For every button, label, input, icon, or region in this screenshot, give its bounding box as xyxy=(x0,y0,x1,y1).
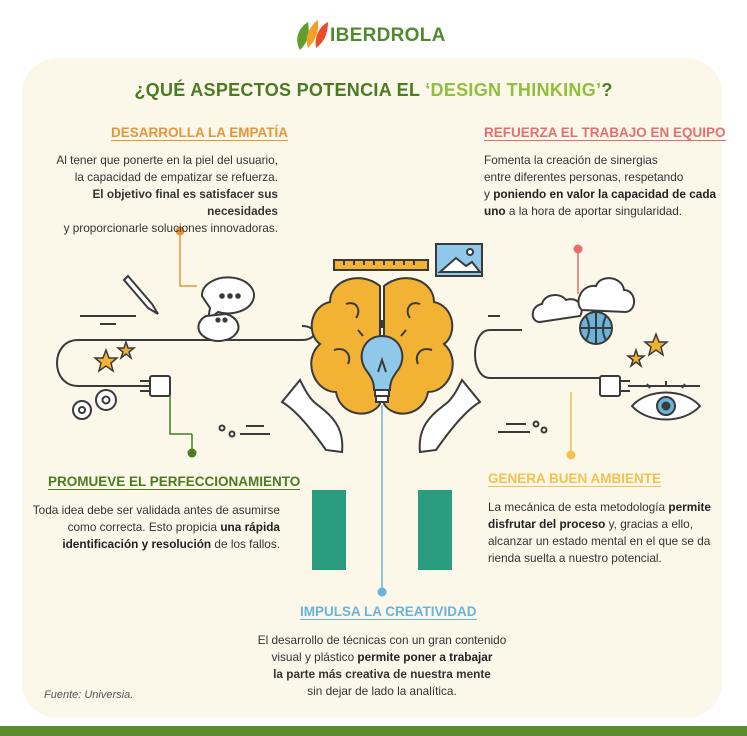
hands-icon xyxy=(280,378,482,454)
brain-icon xyxy=(310,277,454,415)
creativity-line-2b: permite poner a trabajar xyxy=(357,650,493,664)
environment-text: La mecánica de esta metodología permite … xyxy=(488,499,718,567)
title-part3: ? xyxy=(601,80,613,100)
empathy-line-4: y proporcionarle soluciones innovadoras. xyxy=(63,221,278,235)
right-arm xyxy=(418,490,452,570)
image-frame-icon xyxy=(435,243,483,277)
ruler-icon xyxy=(333,259,429,271)
improvement-line-3b: de los fallos. xyxy=(211,537,280,551)
improvement-line-2b: una rápida xyxy=(220,520,280,534)
brand-name: IBERDROLA xyxy=(330,25,446,46)
pencil-icon xyxy=(80,274,159,325)
environment-line-2b: y, gracias a ello, xyxy=(605,517,693,531)
teamwork-line-3b: poniendo en valor la capacidad de cada xyxy=(493,187,717,201)
title-highlight: ‘DESIGN THINKING’ xyxy=(425,80,602,100)
empathy-heading: DESARROLLA LA EMPATÍA xyxy=(111,125,288,141)
eye-icon xyxy=(630,381,702,421)
creativity-heading: IMPULSA LA CREATIVIDAD xyxy=(300,604,477,620)
environment-line-3: alcanzar un estado mental en el que se d… xyxy=(488,534,711,548)
creativity-line-2a: visual y plástico xyxy=(271,650,358,664)
source-note: Fuente: Universia. xyxy=(44,689,134,701)
teamwork-line-4a: uno xyxy=(484,204,506,218)
environment-line-4: rienda suelta a nuestro potencial. xyxy=(488,551,662,565)
bottom-bar xyxy=(0,726,747,736)
teamwork-line-3a: y xyxy=(484,187,494,201)
plug-left-icon xyxy=(140,375,171,397)
gears-icon xyxy=(72,389,117,420)
creativity-line-2: visual y plástico permite poner a trabaj… xyxy=(222,649,542,666)
environment-line-1b: permite xyxy=(668,500,711,514)
teamwork-line-4b: a la hora de aportar singularidad. xyxy=(505,204,683,218)
teamwork-text: Fomenta la creación de sinergias entre d… xyxy=(484,152,724,220)
improvement-line-2: como correcta. Esto propicia una rápida xyxy=(30,519,280,536)
empathy-text: Al tener que ponerte en la piel del usua… xyxy=(38,152,278,237)
left-arm xyxy=(312,490,346,570)
environment-line-1a: La mecánica de esta metodología xyxy=(488,500,669,514)
improvement-line-3: identificación y resolución de los fallo… xyxy=(30,536,280,553)
title-part1: ¿QUÉ ASPECTOS POTENCIA EL xyxy=(134,80,426,100)
iberdrola-logo-icon xyxy=(297,20,328,50)
empathy-line-1: Al tener que ponerte en la piel del usua… xyxy=(56,153,278,167)
page-title: ¿QUÉ ASPECTOS POTENCIA EL ‘DESIGN THINKI… xyxy=(0,80,747,101)
teamwork-heading: REFUERZA EL TRABAJO EN EQUIPO xyxy=(484,125,726,141)
environment-line-2: disfrutar del proceso y, gracias a ello, xyxy=(488,516,718,533)
decor-lines-left xyxy=(218,424,270,438)
stars-right-icon xyxy=(625,331,670,369)
improvement-heading: PROMUEVE EL PERFECCIONAMIENTO xyxy=(48,474,301,490)
decor-lines-right xyxy=(498,420,548,434)
teamwork-line-1: Fomenta la creación de sinergias xyxy=(484,153,658,167)
creativity-line-1: El desarrollo de técnicas con un gran co… xyxy=(257,633,507,647)
creativity-line-3: la parte más creativa de nuestra mente xyxy=(273,667,491,681)
teamwork-line-4: uno a la hora de aportar singularidad. xyxy=(484,203,724,220)
plug-right-icon xyxy=(599,375,630,397)
empathy-line-3: El objetivo final es satisfacer sus nece… xyxy=(92,187,278,218)
environment-heading: GENERA BUEN AMBIENTE xyxy=(488,471,662,487)
stars-left-icon xyxy=(92,339,137,373)
improvement-line-2a: como correcta. Esto propicia xyxy=(67,520,221,534)
teamwork-line-3: y poniendo en valor la capacidad de cada xyxy=(484,186,724,203)
improvement-line-3a: identificación y resolución xyxy=(62,537,212,551)
connector-lines xyxy=(169,226,583,597)
teamwork-line-2: entre diferentes personas, respetando xyxy=(484,170,684,184)
creativity-text: El desarrollo de técnicas con un gran co… xyxy=(222,632,542,700)
improvement-line-1: Toda idea debe ser validada antes de asu… xyxy=(32,503,280,517)
chat-bubbles-icon xyxy=(197,276,255,342)
creativity-line-4: sin dejar de lado la analítica. xyxy=(307,684,457,698)
light-bulb-icon xyxy=(357,320,407,403)
environment-line-2a: disfrutar del proceso xyxy=(488,517,606,531)
empathy-line-2: la capacidad de empatizar se refuerza. xyxy=(74,170,278,184)
environment-line-1: La mecánica de esta metodología permite xyxy=(488,499,718,516)
improvement-text: Toda idea debe ser validada antes de asu… xyxy=(30,502,280,553)
cloud-globe-icon xyxy=(531,277,635,345)
